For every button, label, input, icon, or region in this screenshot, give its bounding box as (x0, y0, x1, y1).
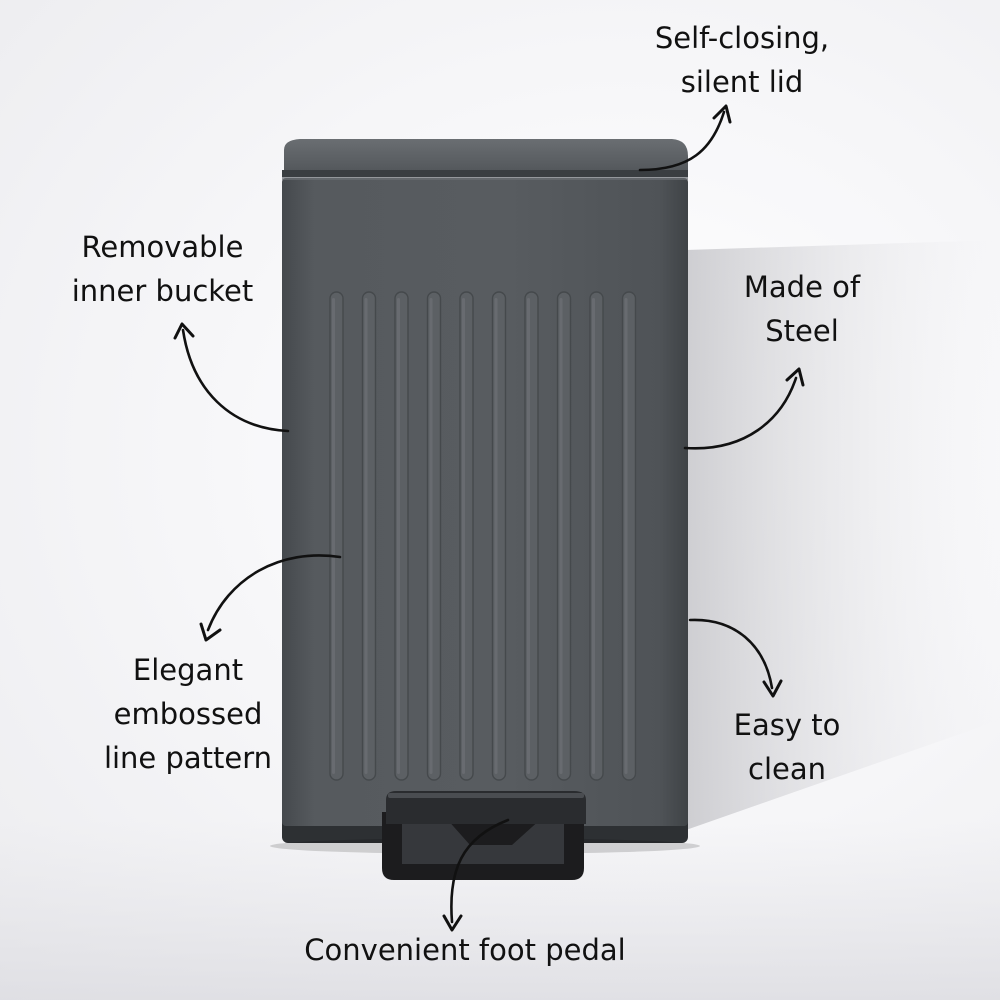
embossed-rib (329, 291, 344, 781)
callout-clean-line-1: Easy to (733, 708, 841, 742)
embossed-rib (491, 291, 507, 781)
arrow-pedal-head (442, 914, 463, 932)
arrow-pattern (206, 554, 342, 632)
embossed-rib-highlight (332, 298, 335, 774)
embossed-rib (556, 291, 572, 781)
callout-pattern-line-1: Elegant (132, 653, 244, 687)
callout-bucket: Removable inner bucket (60, 225, 265, 313)
callout-clean-line-2: clean (748, 752, 826, 786)
lid-seam (282, 170, 688, 177)
arrow-clean-head (762, 679, 783, 698)
embossed-rib-highlight (494, 298, 498, 774)
arrow-steel-head (785, 367, 805, 387)
pedal-top-highlight (388, 793, 584, 798)
embossed-rib-highlight (624, 298, 628, 774)
arrow-pattern-head (199, 622, 222, 642)
callout-steel-line-2: Steel (765, 314, 839, 348)
arrow-pedal (450, 818, 510, 924)
embossed-rib-highlight (592, 298, 595, 774)
callout-lid: Self-closing, silent lid (642, 16, 842, 104)
bin-lid (284, 139, 688, 172)
arrow-bucket-head (173, 322, 195, 340)
callout-pattern: Elegant embossed line pattern (88, 648, 288, 780)
embossed-rib-highlight (462, 298, 465, 774)
callout-steel: Made of Steel (722, 265, 882, 353)
callout-steel-line-1: Made of (743, 270, 861, 304)
callout-bucket-line-1: Removable (81, 230, 244, 264)
arrow-steel (683, 376, 798, 450)
embossed-rib (589, 291, 604, 781)
callout-bucket-line-2: inner bucket (71, 274, 254, 308)
embossed-rib-highlight (559, 298, 563, 774)
embossed-rib (524, 291, 539, 781)
embossed-rib-highlight (364, 298, 368, 774)
callout-clean: Easy to clean (712, 703, 862, 791)
embossed-rib (621, 291, 637, 781)
pedal-top (386, 791, 586, 824)
embossed-rib (361, 291, 377, 781)
embossed-ribs (329, 291, 637, 781)
bin-body (282, 178, 688, 826)
callout-pedal: Convenient foot pedal (270, 928, 660, 972)
lid-seam-highlight (282, 177, 688, 180)
embossed-rib (394, 291, 409, 781)
callout-pattern-line-3: line pattern (103, 741, 273, 775)
arrow-lid (638, 110, 726, 172)
callout-arrows (173, 104, 805, 932)
arrow-lid-head (712, 104, 732, 124)
embossed-rib (426, 291, 442, 781)
embossed-rib-highlight (397, 298, 400, 774)
callout-lid-line-1: Self-closing, (654, 21, 830, 55)
arrow-bucket (181, 328, 290, 433)
callout-pattern-line-2: embossed (113, 697, 263, 731)
pedal-slot (402, 818, 564, 864)
embossed-rib-highlight (527, 298, 530, 774)
callout-lid-line-2: silent lid (680, 65, 804, 99)
callout-pedal-line-1: Convenient foot pedal (304, 933, 626, 967)
embossed-rib-highlight (429, 298, 433, 774)
arrow-clean (688, 618, 774, 690)
embossed-rib (459, 291, 474, 781)
